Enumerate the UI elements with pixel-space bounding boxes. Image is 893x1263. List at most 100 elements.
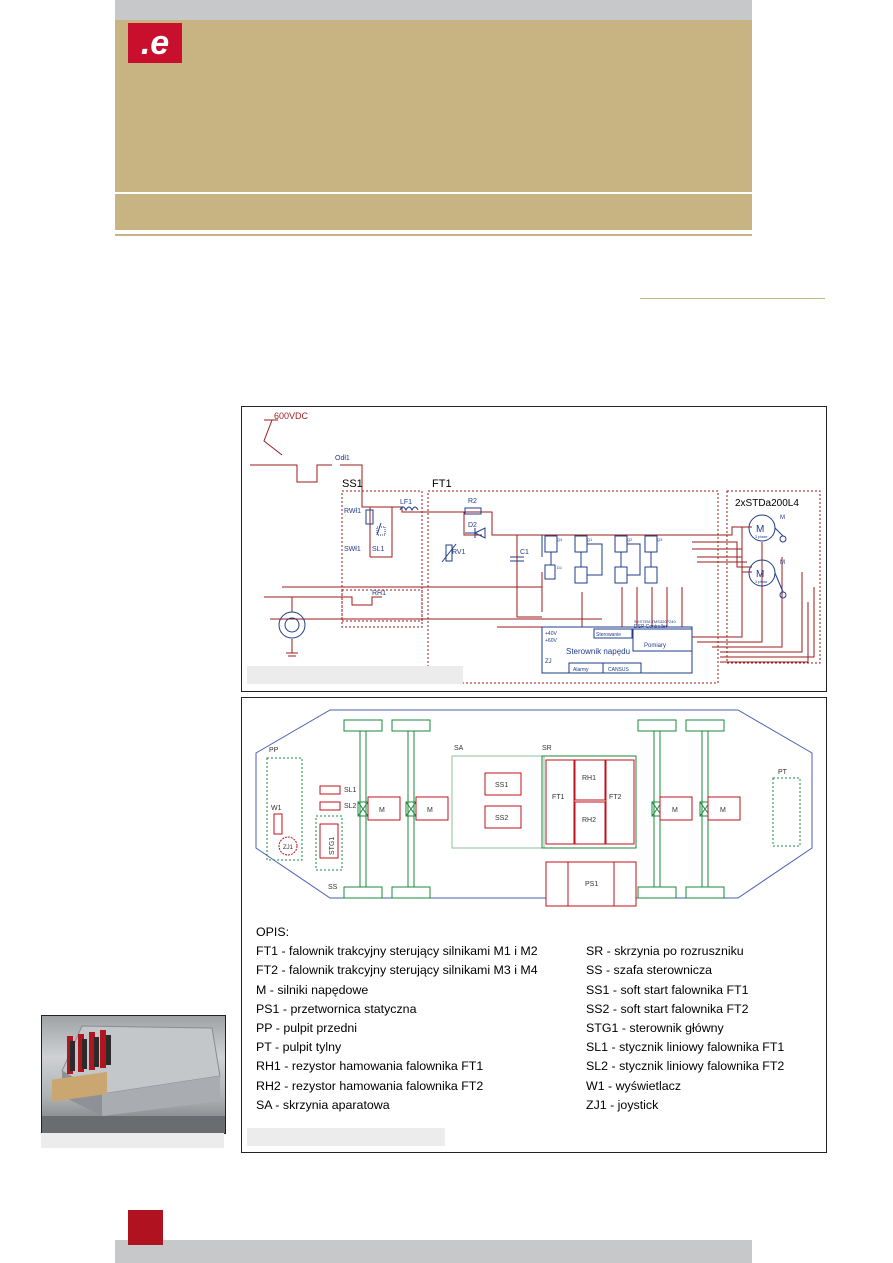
inverter-ft1 [545, 759, 575, 845]
legend-item-sep: - [603, 944, 615, 959]
legend-item-sep: - [278, 944, 290, 959]
label-pt: PT [778, 769, 788, 776]
label-ss2: SS2 [495, 815, 508, 822]
label-stg1: STG1 [329, 837, 336, 855]
label-rh1: RH1 [582, 775, 596, 782]
section-rule [640, 298, 825, 299]
legend-item-code: FT2 [256, 963, 279, 978]
legend-item: PS1 - przetwornica statyczna [256, 1000, 586, 1019]
legend-item-code: SS2 [586, 1001, 610, 1016]
legend-item-sep: - [280, 1059, 292, 1074]
label-pomiary: Pomiary [644, 643, 666, 649]
legend-item: SS - szafa sterownicza [586, 961, 816, 980]
legend-item-code: PP [256, 1021, 273, 1036]
legend-item-sep: - [618, 1021, 630, 1036]
legend-item: PP - pulpit przedni [256, 1019, 586, 1038]
label-sl1: SL1 [372, 546, 385, 553]
motor-1 [367, 796, 401, 821]
header-top-band [115, 0, 752, 20]
legend-item-text: rezystor hamowania falownika FT2 [291, 1078, 484, 1093]
brake-resistor-rh1 [574, 759, 606, 801]
label-v40b: +60V [545, 638, 557, 644]
legend-item-code: SL2 [586, 1059, 609, 1074]
softstart-ss2 [484, 805, 522, 829]
header-banner [115, 20, 752, 192]
legend-item: STG1 - sterownik główny [586, 1019, 816, 1038]
inverter-ft2 [605, 759, 635, 845]
legend-item-code: SA [256, 1097, 272, 1112]
igbt-bridge [541, 535, 658, 584]
label-supply: 600VDC [274, 411, 309, 421]
label-motor-2-m: M [780, 560, 785, 566]
label-cansus: CANSUS [608, 667, 630, 673]
legend-item-text: joystick [617, 1097, 659, 1112]
label-m4: M [720, 807, 726, 814]
legend-item-sep: - [280, 1078, 292, 1093]
pantograph [263, 419, 283, 456]
legend-item-code: ZJ1 [586, 1097, 607, 1112]
starter-box [541, 755, 637, 849]
rh1-box [341, 589, 423, 628]
legend-item-sep: - [606, 1097, 618, 1112]
legend-item: SA - skrzynia aparatowa [256, 1096, 586, 1115]
label-pp: PP [269, 747, 279, 754]
figure1-caption-bar [247, 666, 463, 684]
legend-item-code: M [256, 982, 267, 997]
label-motor-2-phase: 3 phase [755, 580, 768, 584]
legend-item-text: sterownik główny [629, 1021, 724, 1036]
label-q1: Q1 [587, 537, 593, 542]
legend-item: SS1 - soft start falownika FT1 [586, 981, 816, 1000]
static-converter-ps1 [545, 861, 637, 907]
label-m3: M [672, 807, 678, 814]
legend-item-text: pulpit tylny [282, 1040, 342, 1055]
legend-item-sep: - [602, 963, 614, 978]
label-alarmy: Alarmy [573, 667, 589, 673]
label-sterownik: Sterownik napędu [566, 647, 630, 656]
layout-diagram: PP W1 ZJ1 SL1 SL2 STG1 SS M M M M SA SR … [241, 697, 827, 1153]
legend-item-code: SR [586, 944, 604, 959]
softstart-ss1 [484, 772, 522, 796]
legend-item: RH1 - rezystor hamowania falownika FT1 [256, 1057, 586, 1076]
contactor-sl1 [319, 785, 341, 795]
label-sa: SA [454, 745, 464, 752]
equipment-photo-svg [42, 1025, 225, 1133]
control-cabinet [315, 815, 343, 871]
legend-item-text: przetwornica statyczna [290, 1001, 417, 1016]
legend-item: RH2 - rezystor hamowania falownika FT2 [256, 1077, 586, 1096]
legend-item-text: rezystor hamowania falownika FT1 [291, 1059, 484, 1074]
legend-item-code: PT [256, 1040, 272, 1055]
front-desk [266, 757, 303, 861]
label-ss: SS [328, 884, 338, 891]
label-ps1: PS1 [585, 881, 598, 888]
legend-item-code: FT1 [256, 944, 279, 959]
label-q2: Q2 [627, 537, 633, 542]
legend-item-code: W1 [586, 1078, 605, 1093]
label-sterowanie: Sterowanie [596, 632, 621, 638]
legend-item-text: falownik trakcyjny sterujący silnikami M… [289, 963, 538, 978]
legend-item: PT - pulpit tylny [256, 1038, 586, 1057]
label-m1: M [379, 807, 385, 814]
motor-4 [707, 796, 741, 821]
legend-item-text: wyświetlacz [615, 1078, 682, 1093]
label-dsp2: DSP Controller [634, 624, 668, 630]
legend-item-text: stycznik liniowy falownika FT2 [619, 1059, 785, 1074]
legend-item-text: soft start falownika FT2 [620, 1001, 749, 1016]
legend-item: SS2 - soft start falownika FT2 [586, 1000, 816, 1019]
label-q4: Q4 [557, 537, 563, 542]
joystick-zj1 [278, 836, 298, 856]
label-zj: ZJ [545, 659, 552, 665]
label-m2: M [427, 807, 433, 814]
label-rwl1: RWł1 [344, 508, 361, 515]
legend-left-column: FT1 - falownik trakcyjny sterujący silni… [256, 942, 586, 1115]
label-q3: Q3 [657, 537, 663, 542]
footer-band [115, 1240, 752, 1263]
legend-item-sep: - [608, 1059, 620, 1074]
label-rh1: RH1 [372, 590, 386, 597]
label-odl1: Odł1 [335, 455, 350, 462]
legend-item: W1 - wyświetlacz [586, 1077, 816, 1096]
legend-item: FT1 - falownik trakcyjny sterujący silni… [256, 942, 586, 961]
legend-item-text: stycznik liniowy falownika FT1 [619, 1040, 785, 1055]
layout-svg: PP W1 ZJ1 SL1 SL2 STG1 SS M M M M SA SR … [255, 709, 813, 907]
equipment-photo [41, 1015, 226, 1134]
legend-item-code: SS [586, 963, 603, 978]
